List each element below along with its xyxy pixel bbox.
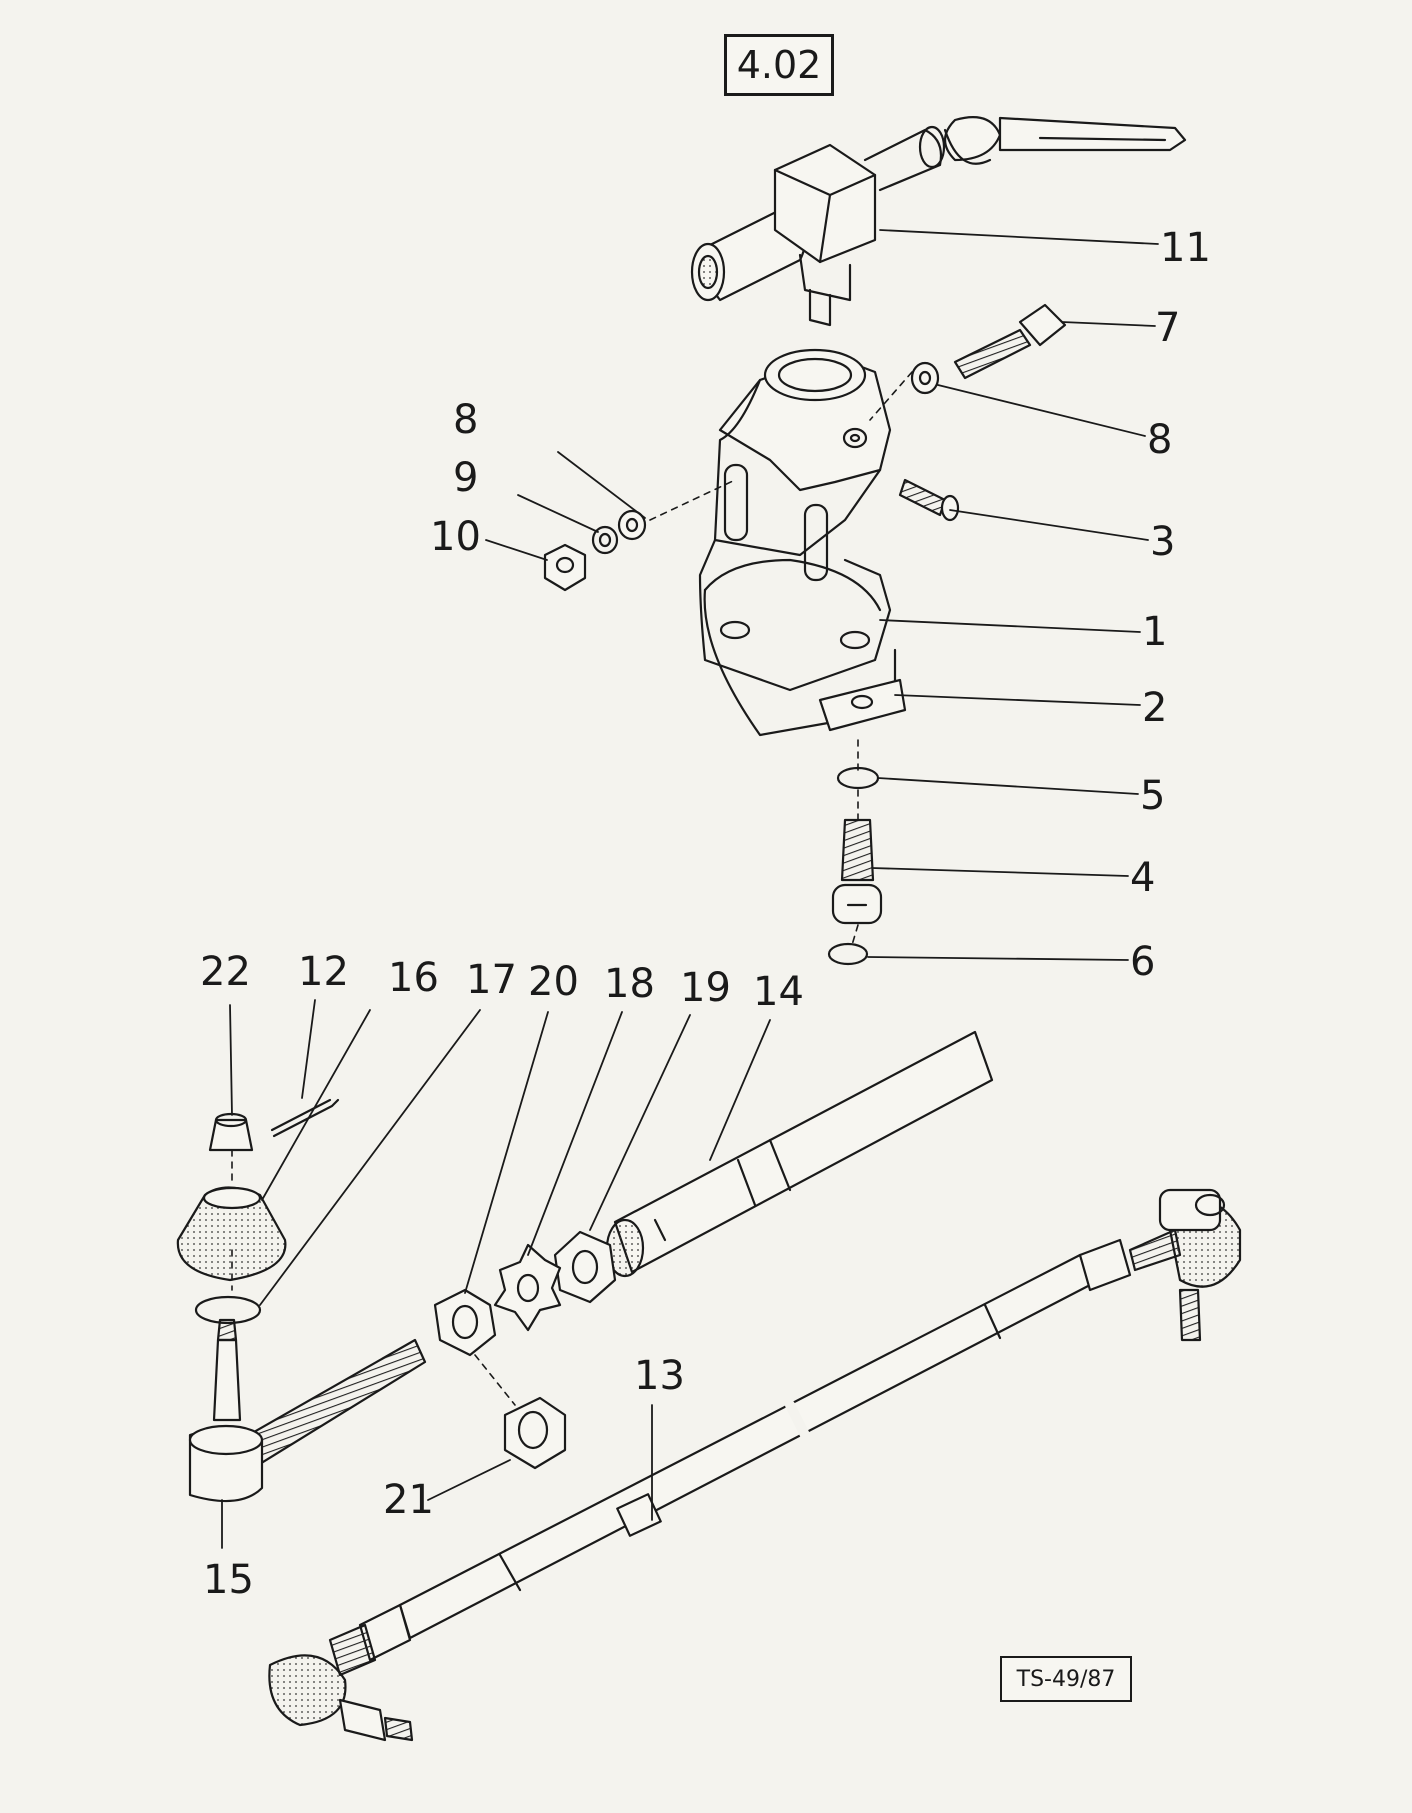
callout-16: 16	[388, 955, 439, 1001]
callout-13: 13	[634, 1353, 685, 1399]
callout-9: 9	[453, 455, 479, 501]
callout-3: 3	[1150, 519, 1176, 565]
callout-1: 1	[1142, 609, 1168, 655]
bolt-7-part	[953, 303, 1067, 380]
callout-2: 2	[1142, 685, 1168, 731]
leader-lines	[221, 229, 1159, 1549]
circlip-17	[194, 1295, 262, 1325]
tie-rod-tube-14	[605, 1030, 994, 1278]
callout-12: 12	[298, 949, 349, 995]
nut-21-part	[503, 1396, 567, 1470]
callout-14: 14	[753, 969, 804, 1015]
callout-15: 15	[203, 1557, 254, 1603]
washer-8-right	[910, 361, 940, 395]
callout-18: 18	[604, 961, 655, 1007]
callout-8: 8	[1147, 417, 1173, 463]
tie-rod-end-15	[188, 1318, 427, 1503]
callout-6: 6	[1130, 939, 1156, 985]
callout-17: 17	[466, 957, 517, 1003]
callout-11: 11	[1160, 225, 1211, 271]
lock-housing-part	[698, 348, 907, 737]
callout-7: 7	[1155, 305, 1181, 351]
callout-22: 22	[200, 949, 251, 995]
bolt-4-part	[831, 818, 883, 925]
cotter-pin-12	[270, 1098, 340, 1138]
ring-5-part	[836, 766, 880, 790]
callout-8-left: 8	[453, 397, 479, 443]
callout-19: 19	[680, 965, 731, 1011]
callout-5: 5	[1140, 773, 1166, 819]
drawing-reference: TS-49/87	[1000, 1656, 1132, 1702]
callout-21: 21	[383, 1477, 434, 1523]
tie-rod-13	[268, 1188, 1242, 1742]
callout-20: 20	[528, 959, 579, 1005]
callout-10: 10	[430, 514, 481, 560]
lock-washer-18-part	[493, 1243, 562, 1332]
figure-number: 4.02	[724, 34, 834, 96]
castle-nut-22	[208, 1112, 254, 1152]
ignition-lock-part	[690, 116, 1187, 327]
nut-20-part	[433, 1288, 497, 1357]
callout-4: 4	[1130, 855, 1156, 901]
o-ring-6-part	[827, 942, 869, 966]
screw-3-part	[898, 478, 960, 522]
dust-boot-16	[176, 1186, 287, 1282]
nut-19-part	[553, 1230, 617, 1304]
left-fastener-set	[543, 509, 647, 592]
